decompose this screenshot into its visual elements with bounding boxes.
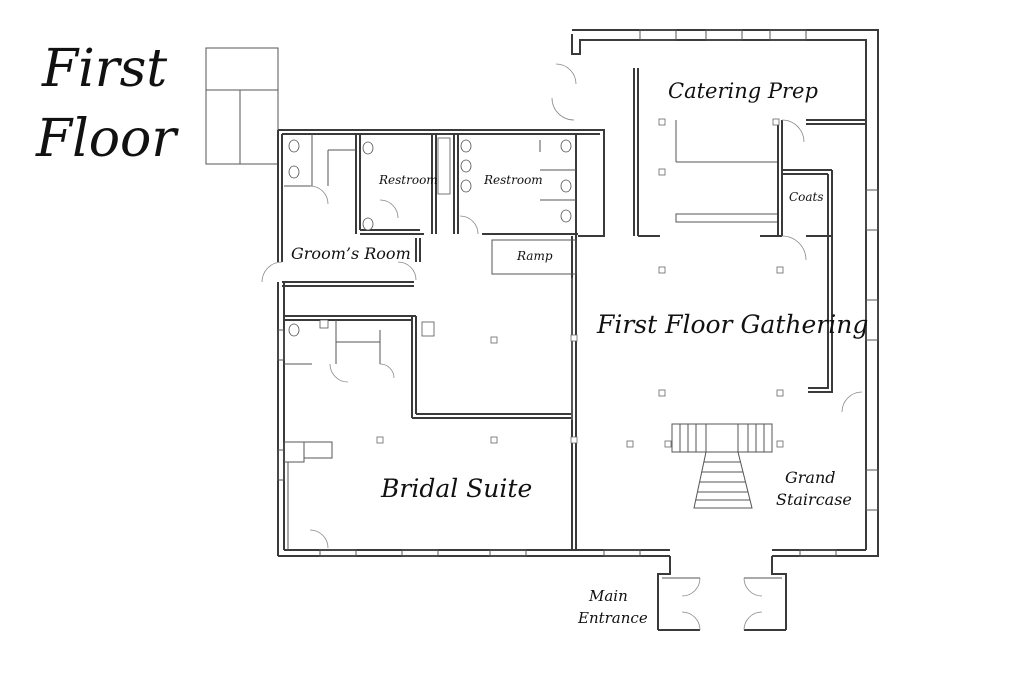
label-restroom-left: Restroom — [378, 173, 438, 187]
doors — [261, 63, 863, 549]
label-restroom-right: Restroom — [483, 173, 543, 187]
label-bridal-suite: Bridal Suite — [380, 474, 532, 503]
label-catering-prep: Catering Prep — [668, 79, 818, 103]
ceiling-markers — [376, 118, 784, 448]
interior-walls — [282, 68, 866, 550]
restroom-fixtures — [288, 137, 572, 337]
floor-title-line2: Floor — [35, 109, 179, 169]
label-grooms-room: Groom’s Room — [291, 244, 411, 263]
label-grand-staircase-line2: Staircase — [776, 490, 852, 509]
label-coats: Coats — [789, 190, 824, 204]
label-main-entrance-line2: Entrance — [577, 609, 648, 627]
label-ramp: Ramp — [516, 249, 553, 263]
grand-staircase — [671, 423, 773, 509]
label-grand-staircase-line1: Grand — [785, 468, 836, 487]
floor-title-line1: First — [41, 39, 167, 99]
main-entrance-vestibule — [657, 556, 787, 631]
patio — [205, 47, 279, 165]
label-first-floor-gathering: First Floor Gathering — [596, 310, 868, 339]
label-main-entrance-line1: Main — [588, 587, 628, 605]
